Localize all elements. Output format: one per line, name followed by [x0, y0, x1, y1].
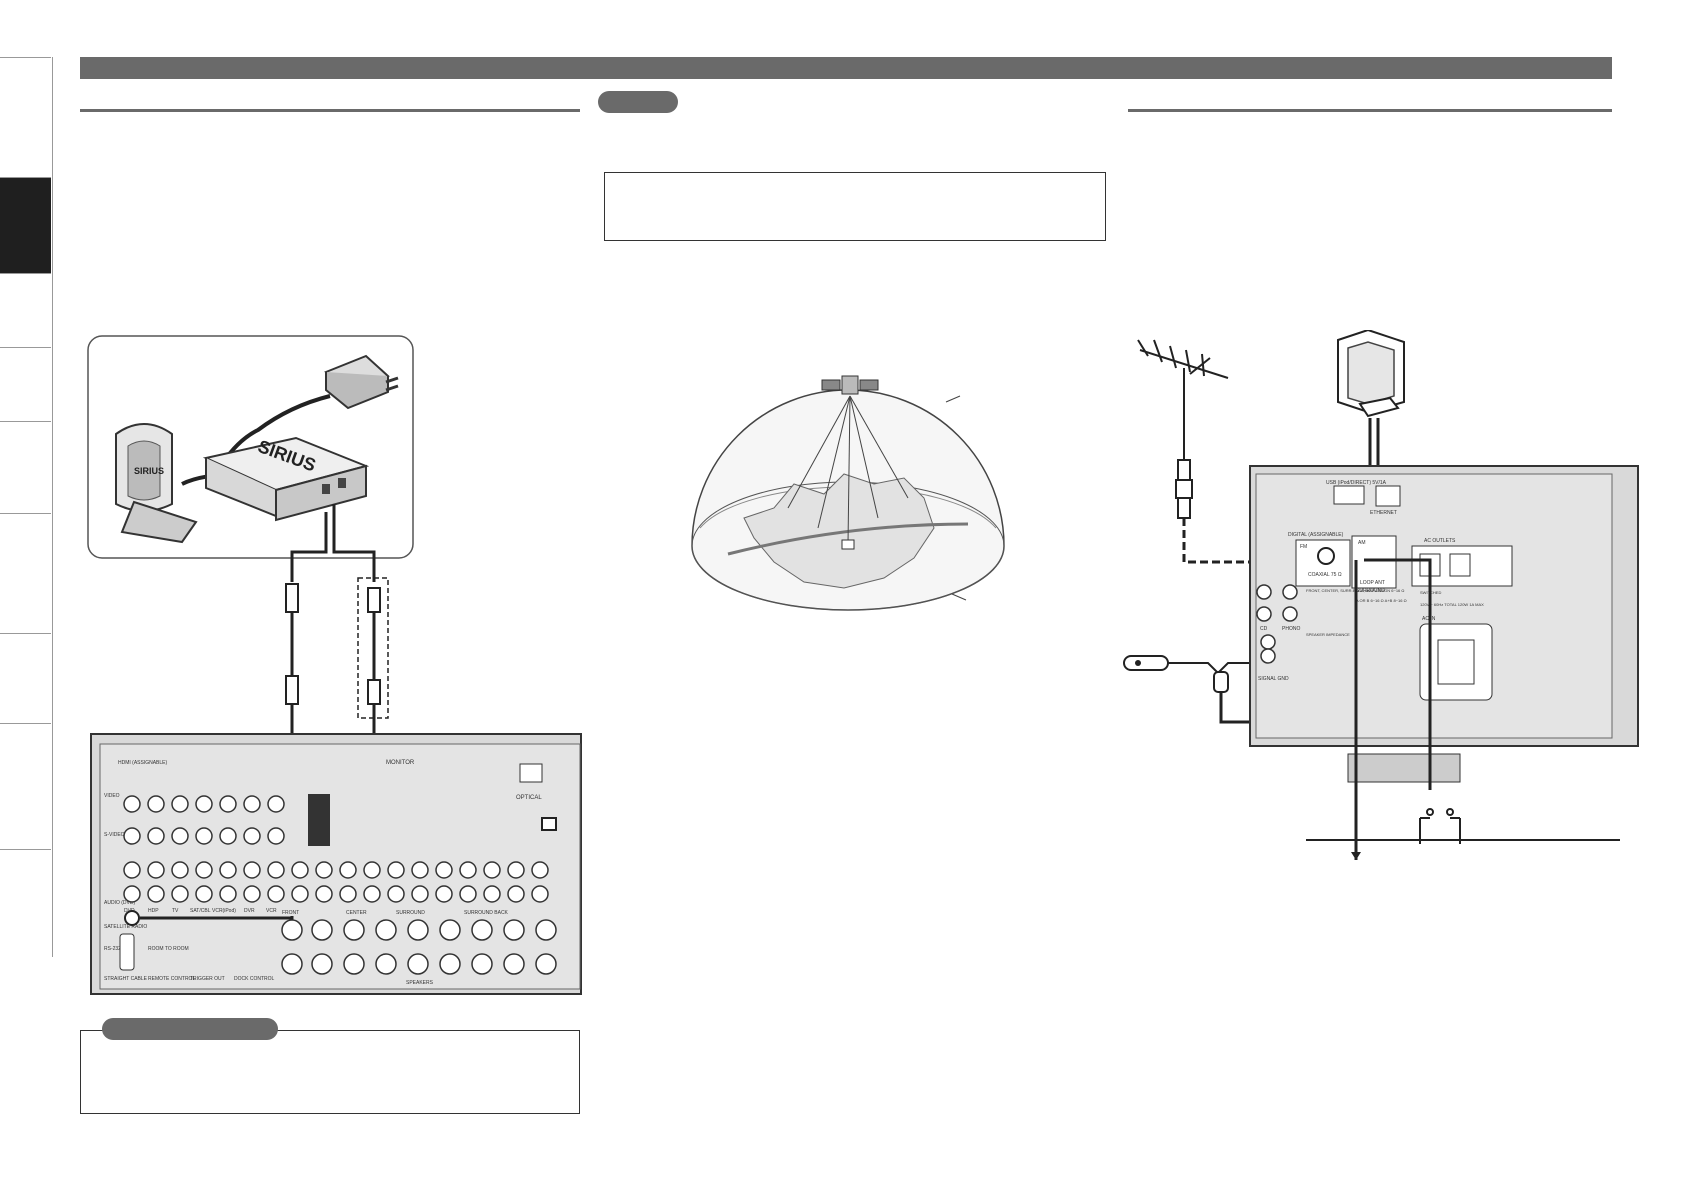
- side-tab-1[interactable]: [0, 57, 51, 177]
- sirius-connection-diagram: SIRIUS SIRIUS HDMI (ASSIGNABLE) MONITOR …: [87, 335, 582, 995]
- svg-text:REMOTE CONTROL: REMOTE CONTROL: [148, 976, 195, 982]
- sirius-antenna-icon: SIRIUS: [115, 423, 198, 544]
- svg-text:SIRIUS: SIRIUS: [134, 466, 164, 476]
- svg-text:DOCK CONTROL: DOCK CONTROL: [234, 976, 275, 982]
- svg-text:A OR B 6~16 Ω A+B 8~16 Ω: A OR B 6~16 Ω A+B 8~16 Ω: [1356, 598, 1407, 603]
- receiver-rear-panel-right: USB (iPod/DIRECT) 5V/1A ETHERNET FM COAX…: [1249, 465, 1639, 783]
- side-tab-6[interactable]: [0, 513, 51, 633]
- svg-text:SPEAKERS: SPEAKERS: [406, 980, 434, 986]
- satellite-icon: [821, 375, 879, 395]
- section-rule-right: [1128, 109, 1612, 112]
- am-loop-antenna-icon: [1337, 330, 1405, 418]
- svg-text:DVR: DVR: [244, 908, 255, 914]
- section-rule-left: [80, 109, 580, 112]
- antenna-connection-diagram: USB (iPod/DIRECT) 5V/1A ETHERNET FM COAX…: [1123, 330, 1639, 860]
- svg-text:MONITOR: MONITOR: [386, 760, 415, 766]
- dock-cable: [332, 504, 376, 582]
- side-tab-strip: [0, 57, 53, 957]
- svg-text:AUDIO (DVD): AUDIO (DVD): [104, 900, 135, 906]
- svg-text:VCR(iPod): VCR(iPod): [212, 908, 236, 914]
- side-tab-4[interactable]: [0, 347, 51, 421]
- svg-text:ETHERNET: ETHERNET: [1370, 510, 1397, 516]
- svg-text:120V ~ 60Hz TOTAL 120W 1A MAX: 120V ~ 60Hz TOTAL 120W 1A MAX: [1420, 602, 1484, 607]
- side-tab-7[interactable]: [0, 633, 51, 723]
- svg-text:VCR: VCR: [266, 908, 277, 914]
- svg-text:VIDEO: VIDEO: [104, 793, 120, 799]
- svg-text:SPEAKER IMPEDANCE: SPEAKER IMPEDANCE: [1306, 632, 1350, 637]
- adapter-cable: [220, 394, 331, 466]
- svg-text:SURROUND: SURROUND: [1356, 588, 1385, 594]
- satellite-coverage-diagram: [691, 375, 1005, 611]
- side-tab-5[interactable]: [0, 421, 51, 513]
- svg-text:HDMI (ASSIGNABLE): HDMI (ASSIGNABLE): [118, 760, 168, 766]
- svg-text:COAXIAL 75 Ω: COAXIAL 75 Ω: [1308, 572, 1342, 578]
- sirius-cable: [290, 512, 328, 582]
- svg-text:SURROUND BACK: SURROUND BACK: [464, 910, 509, 916]
- svg-text:FRONT: FRONT: [282, 910, 299, 916]
- svg-text:STRAIGHT CABLE: STRAIGHT CABLE: [104, 976, 148, 982]
- svg-text:SATELLITE RADIO: SATELLITE RADIO: [104, 924, 147, 930]
- svg-text:LOOP ANT: LOOP ANT: [1360, 580, 1385, 586]
- svg-text:CENTER: CENTER: [346, 910, 367, 916]
- info-box: [604, 172, 1106, 241]
- svg-text:S-VIDEO: S-VIDEO: [104, 832, 125, 838]
- header-bar: [80, 57, 1612, 79]
- svg-text:ROOM TO ROOM: ROOM TO ROOM: [148, 946, 189, 952]
- svg-text:OPTICAL: OPTICAL: [516, 795, 542, 801]
- svg-text:SAT/CBL: SAT/CBL: [190, 908, 211, 914]
- side-tab-9[interactable]: [0, 849, 51, 957]
- svg-text:RS-232C: RS-232C: [104, 946, 125, 952]
- svg-text:TRIGGER OUT: TRIGGER OUT: [190, 976, 225, 982]
- svg-text:AM: AM: [1358, 540, 1366, 546]
- fm-coaxial-jack: [1317, 547, 1335, 565]
- notes-box: [80, 1030, 580, 1114]
- power-adapter-icon: [324, 354, 399, 410]
- side-tab-2[interactable]: [0, 177, 51, 273]
- svg-text:SIGNAL GND: SIGNAL GND: [1258, 676, 1289, 682]
- svg-text:TV: TV: [172, 908, 179, 914]
- sirius-tuner-icon: SIRIUS: [202, 436, 370, 522]
- svg-text:FM: FM: [1300, 544, 1307, 550]
- note-pill: [598, 91, 678, 113]
- notes-tab: [102, 1018, 278, 1040]
- side-tab-3[interactable]: [0, 273, 51, 347]
- dock-port: [541, 817, 557, 831]
- svg-text:DIGITAL (ASSIGNABLE): DIGITAL (ASSIGNABLE): [1288, 532, 1344, 538]
- svg-text:SURROUND: SURROUND: [396, 910, 425, 916]
- svg-text:HDP: HDP: [148, 908, 159, 914]
- svg-text:PHONO: PHONO: [1282, 626, 1300, 632]
- receiver-rear-panel: HDMI (ASSIGNABLE) MONITOR OPTICAL VIDEO …: [90, 733, 582, 995]
- side-tab-8[interactable]: [0, 723, 51, 849]
- svg-text:AC OUTLETS: AC OUTLETS: [1424, 538, 1456, 544]
- svg-text:USB (iPod/DIRECT) 5V/1A: USB (iPod/DIRECT) 5V/1A: [1326, 480, 1387, 486]
- svg-text:CD: CD: [1260, 626, 1268, 632]
- fm-outdoor-antenna-icon: [1137, 339, 1229, 460]
- sirius-port: [124, 910, 140, 926]
